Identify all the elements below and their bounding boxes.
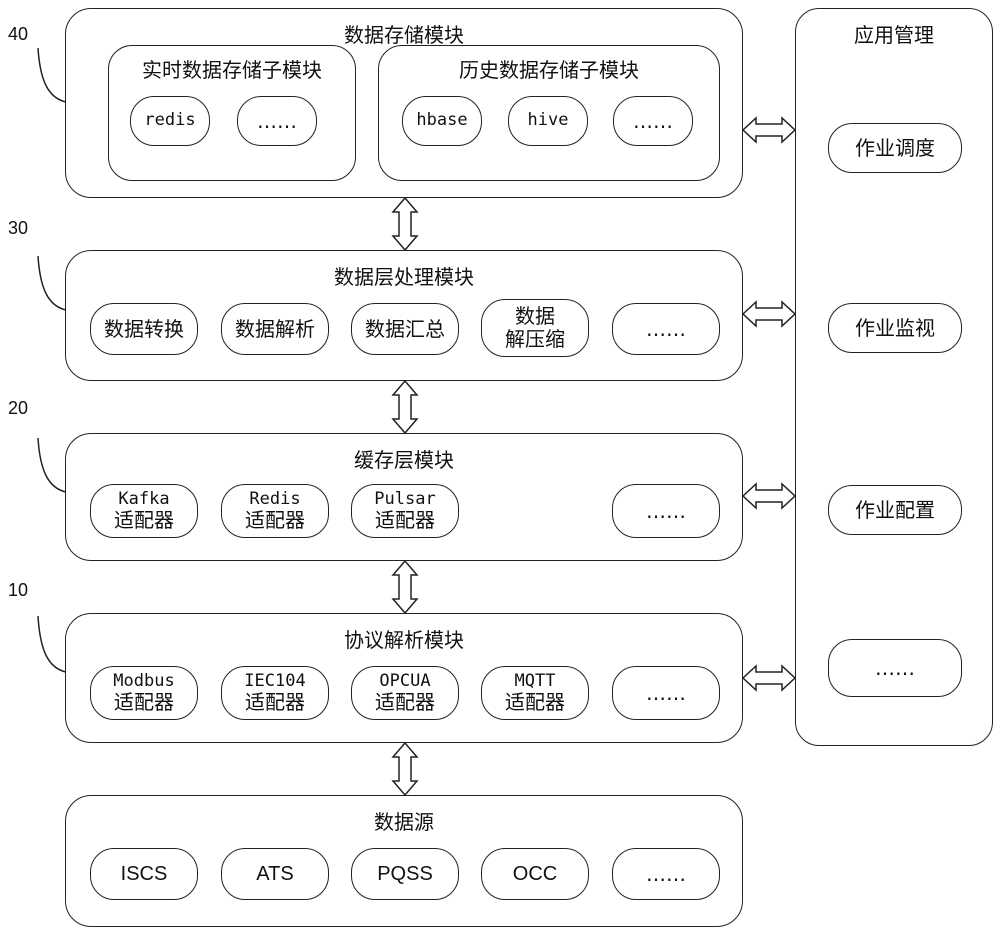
data-aggregation: 数据汇总 xyxy=(351,303,459,355)
source-ats: ATS xyxy=(221,848,329,900)
leader-line-30 xyxy=(37,255,67,311)
history-storage-submodule: 历史数据存储子模块 hbase hive …… xyxy=(378,45,720,181)
realtime-storage-submodule: 实时数据存储子模块 redis …… xyxy=(108,45,356,181)
storage-module-title: 数据存储模块 xyxy=(344,23,464,47)
data-decompression: 数据 解压缩 xyxy=(481,299,589,357)
job-configuration: 作业配置 xyxy=(828,485,962,535)
leader-line-20 xyxy=(37,437,67,493)
protocol-module-title: 协议解析模块 xyxy=(344,628,464,652)
hive-store: hive xyxy=(508,96,588,146)
realtime-storage-title: 实时数据存储子模块 xyxy=(142,58,322,82)
label-30: 30 xyxy=(8,218,29,238)
v-arrow-protocol-source xyxy=(391,741,419,797)
label-40: 40 xyxy=(8,24,29,44)
data-source-module: 数据源 ISCS ATS PQSS OCC …… xyxy=(65,795,743,927)
realtime-more: …… xyxy=(237,96,317,146)
job-scheduling: 作业调度 xyxy=(828,123,962,173)
source-iscs: ISCS xyxy=(90,848,198,900)
v-arrow-storage-processing xyxy=(391,196,419,252)
v-arrow-cache-protocol xyxy=(391,559,419,615)
processing-more: …… xyxy=(612,303,720,355)
cache-module-title: 缓存层模块 xyxy=(354,448,454,472)
job-monitoring: 作业监视 xyxy=(828,303,962,353)
history-storage-title: 历史数据存储子模块 xyxy=(459,58,639,82)
data-conversion: 数据转换 xyxy=(90,303,198,355)
h-arrow-protocol-app xyxy=(741,664,797,692)
app-management-panel: 应用管理 作业调度 作业监视 作业配置 …… xyxy=(795,8,993,746)
history-more: …… xyxy=(613,96,693,146)
processing-module: 数据层处理模块 数据转换 数据解析 数据汇总 数据 解压缩 …… xyxy=(65,250,743,381)
v-arrow-processing-cache xyxy=(391,379,419,435)
label-20: 20 xyxy=(8,398,29,418)
protocol-more: …… xyxy=(612,666,720,720)
app-management-title: 应用管理 xyxy=(854,23,934,47)
leader-line-40 xyxy=(37,47,67,103)
storage-module: 数据存储模块 实时数据存储子模块 redis …… 历史数据存储子模块 hbas… xyxy=(65,8,743,198)
data-source-title: 数据源 xyxy=(374,810,434,834)
source-pqss: PQSS xyxy=(351,848,459,900)
source-more: …… xyxy=(612,848,720,900)
source-occ: OCC xyxy=(481,848,589,900)
h-arrow-storage-app xyxy=(741,116,797,144)
h-arrow-processing-app xyxy=(741,300,797,328)
leader-line-10 xyxy=(37,615,67,673)
redis-store: redis xyxy=(130,96,210,146)
h-arrow-cache-app xyxy=(741,482,797,510)
label-10: 10 xyxy=(8,580,29,600)
hbase-store: hbase xyxy=(402,96,482,146)
cache-more: …… xyxy=(612,484,720,538)
processing-module-title: 数据层处理模块 xyxy=(334,265,474,289)
data-parsing: 数据解析 xyxy=(221,303,329,355)
app-more: …… xyxy=(828,639,962,697)
